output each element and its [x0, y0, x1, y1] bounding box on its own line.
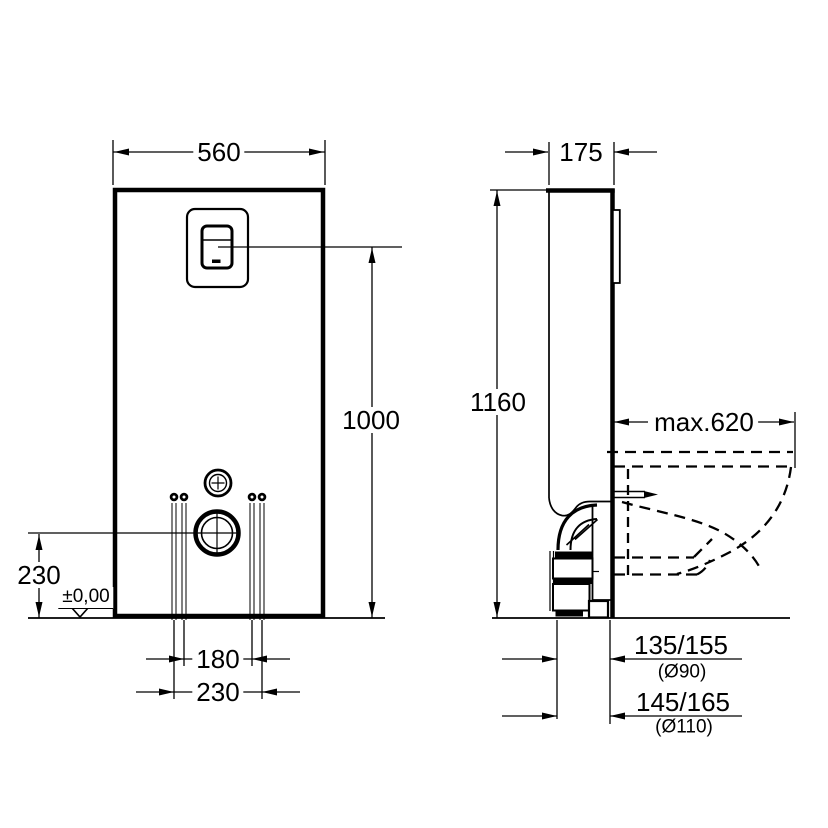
dim-560-label: 560 [193, 139, 245, 165]
dim-135-155-label: 135/155 [634, 630, 728, 660]
waste-outlet [193, 509, 241, 557]
dim-180-label: 180 [192, 646, 244, 672]
flush-plate-side-profile [611, 209, 621, 284]
dim-drain-offsets-lines [502, 620, 742, 724]
floor-level-label: ±0,00 [58, 587, 114, 609]
dim-1160-label: 1160 [466, 389, 530, 415]
dim-max620-lines [614, 412, 796, 468]
side-view [490, 142, 796, 724]
dim-145-165-label: 145/165 [636, 687, 730, 717]
mounting-bolts [169, 492, 267, 620]
flush-button-mark [212, 259, 221, 263]
water-inlet-stub [614, 490, 658, 499]
pipe-diameter-90-label: (Ø90) [657, 661, 707, 683]
dim-180-lines [146, 620, 290, 666]
dim-1000-label: 1000 [338, 407, 404, 433]
dim-230-left-label: 230 [13, 562, 65, 588]
pipe-diameter-110-label: (Ø110) [655, 716, 713, 738]
dim-230-bottom-lines [136, 620, 300, 699]
dim-max620-label: max.620 [650, 409, 758, 435]
ground-level-icon [70, 607, 90, 619]
side-panel-outline [546, 188, 621, 618]
dim-175-lines [505, 142, 657, 185]
water-supply-connection [203, 468, 233, 498]
front-view [28, 140, 402, 699]
wc-pan-outline-side-dashed [607, 450, 793, 576]
dim-230-bottom-label: 230 [192, 679, 244, 705]
dim-175-label: 175 [555, 139, 607, 165]
drain-elbow [549, 503, 611, 619]
